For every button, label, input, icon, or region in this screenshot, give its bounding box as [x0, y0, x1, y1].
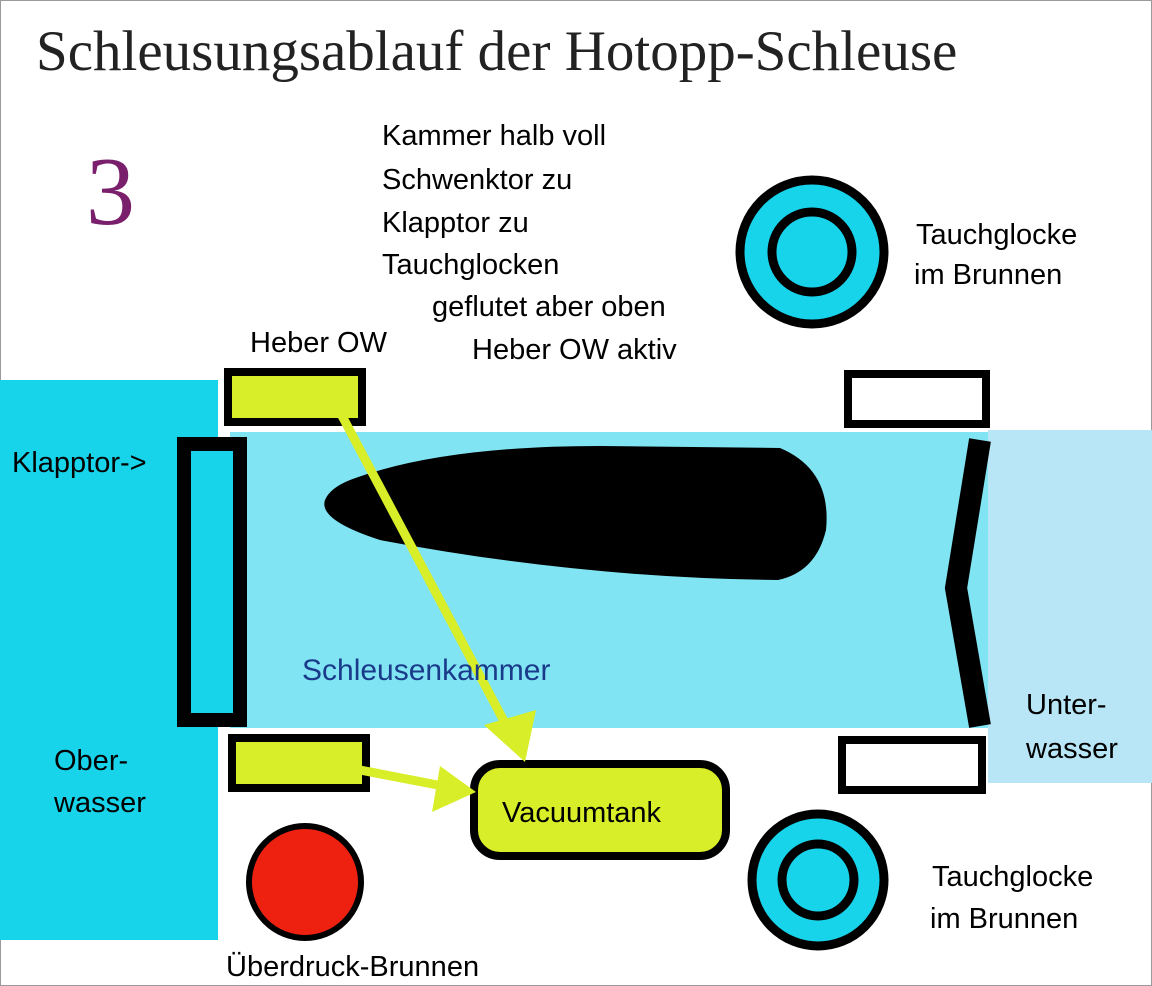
tauchglocke-top-label-line2: im Brunnen [914, 259, 1062, 291]
arrow-lower-heber-to-tank-head [432, 766, 476, 812]
unterwasser-label-line2: wasser [1025, 733, 1118, 765]
ueberdruck-brunnen-label: Überdruck-Brunnen [226, 951, 479, 983]
tauchglocke-top-inner [767, 207, 857, 297]
oberwasser-label-line1: Ober- [54, 745, 128, 777]
heber-ow-lower-box [228, 734, 370, 792]
vacuumtank-box [470, 760, 730, 860]
klapptor-label: Klapptor-> [12, 447, 147, 479]
arrow-heber-to-tank-line [336, 409, 518, 743]
flow-arrows [336, 409, 536, 812]
tauchglocke-top-label-line1: Tauchglocke [916, 219, 1077, 251]
tauchglocke-bottom-label-line2: im Brunnen [930, 903, 1078, 935]
vacuumtank-label: Vacuumtank [502, 797, 662, 829]
klapptor-gate [177, 437, 247, 727]
unterwasser-area [988, 430, 1152, 783]
schwenktor-gate [944, 438, 991, 728]
arrow-lower-heber-to-tank-line [359, 765, 449, 792]
tauchglocke-bottom-inner [777, 839, 859, 921]
status-note-flooded: geflutet aber oben [432, 291, 666, 323]
heber-uw-bottom-box [838, 736, 986, 794]
heber-uw-top-box [844, 370, 990, 428]
arrow-heber-to-tank-head [484, 710, 536, 762]
unterwasser-label-line1: Unter- [1026, 689, 1107, 721]
oberwasser-label-line2: wasser [53, 787, 146, 819]
tauchglocke-bottom-label-line1: Tauchglocke [932, 861, 1093, 893]
status-line-chamber: Kammer halb voll [382, 120, 606, 152]
oberwasser-area-edge [200, 380, 218, 430]
status-note-siphon-active: Heber OW aktiv [472, 334, 677, 366]
status-line-swing-gate: Schwenktor zu [382, 164, 572, 196]
step-number: 3 [86, 138, 135, 246]
status-line-flap-gate: Klapptor zu [382, 207, 529, 239]
ueberdruck-brunnen-circle [246, 823, 364, 941]
schleusenkammer-label: Schleusenkammer [302, 654, 550, 687]
ship [324, 446, 827, 580]
heber-ow-label: Heber OW [250, 327, 388, 359]
page-title: Schleusungsablauf der Hotopp-Schleuse [36, 20, 957, 83]
status-line-diving-bells: Tauchglocken [382, 249, 559, 281]
